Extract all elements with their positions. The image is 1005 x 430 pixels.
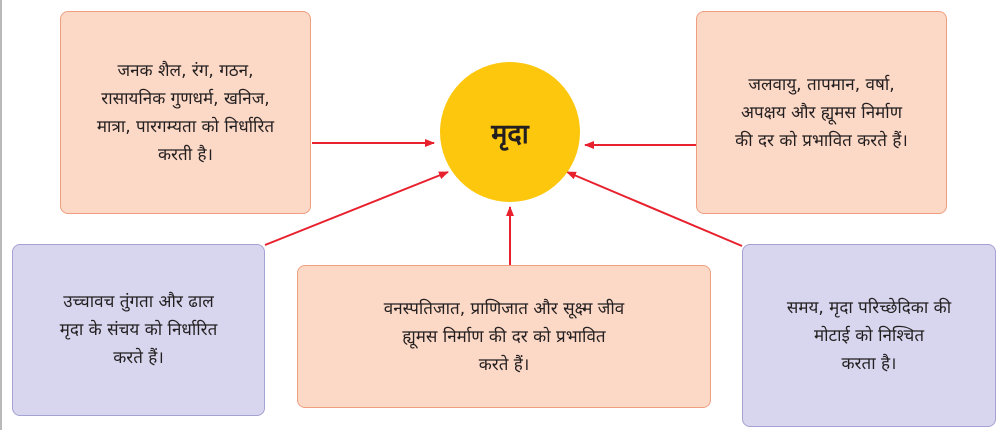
- relief-text: उच्चावच तुंगता और ढाल मृदा के संचय को नि…: [59, 292, 218, 368]
- soil-center-circle: मृदा: [440, 62, 580, 202]
- parent-rock-text: जनक शैल, रंग, गठन, रासायनिक गुणधर्म, खनि…: [96, 60, 275, 165]
- climate-text: जलवायु, तापमान, वर्षा, अपक्षय और ह्यूमस …: [735, 74, 908, 151]
- biological-activity-text: वनस्पतिजात, प्राणिजात और सूक्ष्म जीव ह्य…: [383, 298, 625, 375]
- time-text: समय, मृदा परिच्छेदिका की मोटाई को निश्चि…: [786, 297, 952, 374]
- climate-box: जलवायु, तापमान, वर्षा, अपक्षय और ह्यूमस …: [696, 11, 947, 214]
- relief-box: उच्चावच तुंगता और ढाल मृदा के संचय को नि…: [12, 244, 265, 416]
- time-box: समय, मृदा परिच्छेदिका की मोटाई को निश्चि…: [742, 244, 996, 427]
- parent-rock-box: जनक शैल, रंग, गठन, रासायनिक गुणधर्म, खनि…: [60, 11, 311, 214]
- page-left-rule: [0, 0, 2, 430]
- soil-center-label: मृदा: [491, 118, 529, 150]
- biological-activity-box: वनस्पतिजात, प्राणिजात और सूक्ष्म जीव ह्य…: [297, 265, 711, 408]
